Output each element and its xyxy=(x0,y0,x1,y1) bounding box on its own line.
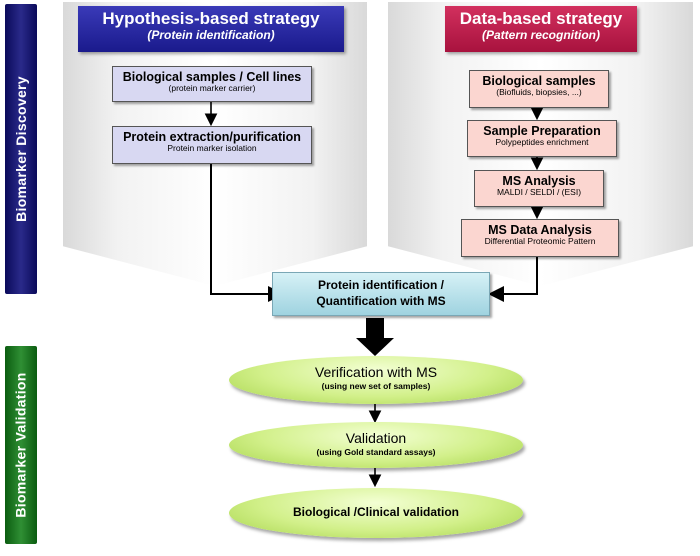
data-step-sample-preparation: Sample Preparation Polypeptides enrichme… xyxy=(467,120,617,157)
data-step-biological-samples: Biological samples (Biofluids, biopsies,… xyxy=(469,70,609,108)
hypothesis-strategy-title: Hypothesis-based strategy xyxy=(102,9,320,28)
data-step-title: MS Data Analysis xyxy=(488,223,592,237)
big-down-arrow xyxy=(356,318,394,356)
merge-line-2: Quantification with MS xyxy=(316,293,446,308)
data-step-sub: MALDI / SELDI / (ESI) xyxy=(496,187,582,198)
hyp-step-protein-extraction: Protein extraction/purification Protein … xyxy=(112,126,312,164)
protein-identification-quantification-box: Protein identification / Quantification … xyxy=(272,272,490,316)
hyp-step-sub: Protein marker isolation xyxy=(167,143,257,154)
data-step-title: MS Analysis xyxy=(502,174,576,188)
validation-step-sub: (using new set of samples) xyxy=(321,380,431,391)
data-step-ms-analysis: MS Analysis MALDI / SELDI / (ESI) xyxy=(474,170,604,207)
data-strategy-subtitle: (Pattern recognition) xyxy=(481,27,600,42)
hyp-step-title: Biological samples / Cell lines xyxy=(122,70,302,84)
validation-step-title: Verification with MS xyxy=(314,364,438,380)
validation-step-title: Biological /Clinical validation xyxy=(292,505,460,519)
hypothesis-strategy-header: Hypothesis-based strategy (Protein ident… xyxy=(78,6,344,52)
data-step-sub: (Biofluids, biopsies, ...) xyxy=(496,87,582,98)
data-step-sub: Differential Proteomic Pattern xyxy=(484,236,596,247)
biological-clinical-validation-ellipse: Biological /Clinical validation xyxy=(229,488,523,538)
hypothesis-strategy-subtitle: (Protein identification) xyxy=(147,27,275,42)
verification-with-ms-ellipse: Verification with MS (using new set of s… xyxy=(229,356,523,404)
validation-step-title: Validation xyxy=(345,430,407,446)
data-step-title: Biological samples xyxy=(482,74,596,88)
hyp-step-title: Protein extraction/purification xyxy=(123,130,301,144)
validation-step-sub: (using Gold standard assays) xyxy=(316,446,436,457)
arrow-data-to-merge xyxy=(488,255,538,302)
biomarker-validation-bar: Biomarker Validation xyxy=(5,346,37,544)
arrow-hyp-to-merge xyxy=(210,162,284,302)
data-strategy-header: Data-based strategy (Pattern recognition… xyxy=(445,6,637,52)
validation-ellipse: Validation (using Gold standard assays) xyxy=(229,422,523,468)
hyp-step-biological-samples: Biological samples / Cell lines (protein… xyxy=(112,66,312,102)
merge-line-1: Protein identification / xyxy=(317,278,444,292)
data-strategy-title: Data-based strategy xyxy=(459,9,623,28)
data-step-sub: Polypeptides enrichment xyxy=(495,137,589,148)
data-step-title: Sample Preparation xyxy=(483,124,601,138)
data-step-ms-data-analysis: MS Data Analysis Differential Proteomic … xyxy=(461,219,619,257)
hyp-step-sub: (protein marker carrier) xyxy=(168,83,256,94)
biomarker-discovery-bar: Biomarker Discovery xyxy=(5,4,37,294)
